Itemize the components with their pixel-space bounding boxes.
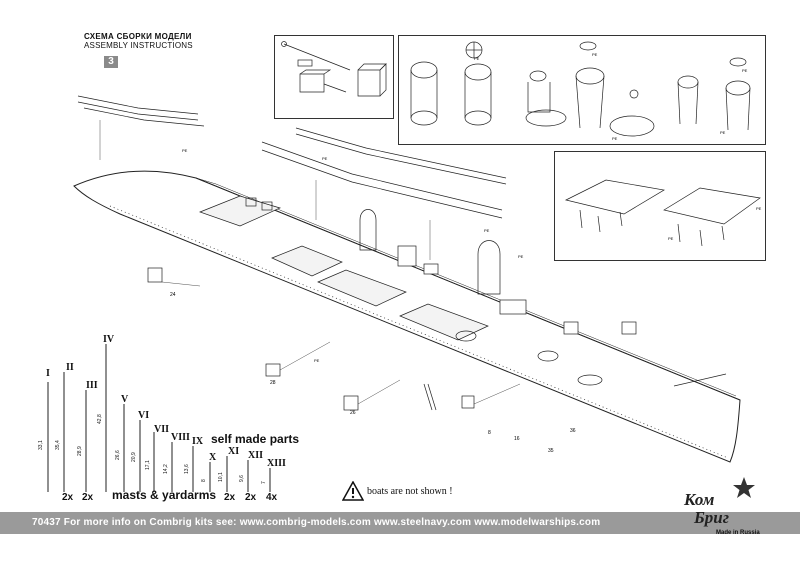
mast-length: 13,6: [184, 464, 190, 474]
part-number-label: 24: [170, 292, 176, 298]
detail-box-small-parts: [274, 35, 394, 119]
pe-part-tag: PE: [668, 236, 674, 241]
mast-numeral: II: [66, 362, 74, 373]
mast-numeral: IX: [192, 436, 204, 447]
self-made-parts-label: self made parts: [211, 432, 300, 446]
mast-numeral: VI: [138, 410, 150, 421]
mast-numeral: I: [46, 368, 50, 379]
detail-gun-barrel: [281, 41, 387, 97]
mast-numeral: XIII: [267, 458, 286, 469]
mast-numeral: XII: [248, 450, 264, 461]
title-russian: СХЕМА СБОРКИ МОДЕЛИ: [84, 32, 192, 41]
mast-numeral: X: [209, 452, 217, 463]
mast-length: 28,9: [77, 446, 83, 456]
pe-part-tag: PE: [182, 148, 188, 153]
mast-length: 10,1: [218, 472, 224, 482]
mast-length: 42,8: [97, 414, 103, 424]
mast-length: 20,9: [131, 452, 137, 462]
part-number-label: 16: [514, 436, 520, 442]
logo-line-1: Ком: [684, 490, 715, 509]
pe-part-tag: PE: [314, 358, 320, 363]
title-english: ASSEMBLY INSTRUCTIONS: [84, 41, 193, 51]
part-number-label: 36: [570, 428, 576, 434]
mast-numeral: VII: [154, 424, 170, 435]
mast-length: 26,6: [115, 450, 121, 460]
mast-quantity: 2x: [82, 492, 94, 503]
star-icon: [733, 477, 755, 498]
boats-warning: boats are not shown !: [342, 481, 453, 501]
part-number-label: 28: [270, 380, 276, 386]
mast-rods: [47, 344, 271, 492]
pe-part-tag: PE: [612, 136, 618, 141]
part-number-label: 35: [548, 448, 554, 454]
mast-length: 7: [261, 481, 267, 484]
mast-length: 9,6: [239, 475, 245, 482]
pe-part-tag: PE: [484, 228, 490, 233]
part-number-label: 8: [488, 430, 491, 436]
detail-platforms: [564, 179, 761, 247]
pe-part-tag: PE: [322, 156, 328, 161]
logo-line-2: Бриг: [694, 508, 730, 527]
mast-length: 8: [201, 479, 207, 482]
footer-bar: 70437 For more info on Combrig kits see:…: [0, 512, 800, 534]
mast-quantity: 4x: [266, 492, 278, 503]
footer-links: 70437 For more info on Combrig kits see:…: [32, 517, 601, 528]
mast-length: 33,1: [38, 440, 44, 450]
mast-quantity: 2x: [62, 492, 74, 503]
masts-label: masts & yardarms: [112, 488, 217, 502]
leader-lines: [99, 120, 521, 405]
mast-quantity: 2x: [224, 492, 236, 503]
combrig-logo: Ком Бриг Made in Russia: [680, 476, 770, 540]
pe-part-tag: PE: [720, 130, 726, 135]
mast-numeral: XI: [228, 446, 240, 457]
mast-numeral: III: [86, 380, 98, 391]
detail-box-funnels: [398, 35, 766, 145]
sheet-header: СХЕМА СБОРКИ МОДЕЛИ ASSEMBLY INSTRUCTION…: [84, 32, 193, 50]
warning-text: boats are not shown !: [367, 485, 453, 497]
part-number-label: 26: [350, 410, 356, 416]
pe-part-tag: PE: [592, 52, 598, 57]
railings: [77, 95, 507, 219]
mast-numeral: V: [121, 394, 129, 405]
mast-numeral: VIII: [171, 432, 190, 443]
pe-part-tag: PE: [742, 68, 748, 73]
pe-part-tag: PE: [756, 206, 762, 211]
mast-length: 14,2: [163, 464, 169, 474]
pe-part-tag: PE: [474, 56, 480, 61]
mast-numeral: IV: [103, 334, 115, 345]
superstructure: [147, 195, 727, 411]
step-number-badge: 3: [104, 56, 118, 68]
detail-funnels: [410, 41, 751, 137]
mast-quantity: 2x: [245, 492, 257, 503]
mast-length: 17,1: [145, 460, 151, 470]
mast-length: 35,4: [55, 440, 61, 450]
warning-icon: [342, 481, 364, 501]
pe-part-tag: PE: [518, 254, 524, 259]
made-in-russia: Made in Russia: [716, 530, 760, 536]
detail-box-deck-platforms: [554, 151, 766, 261]
